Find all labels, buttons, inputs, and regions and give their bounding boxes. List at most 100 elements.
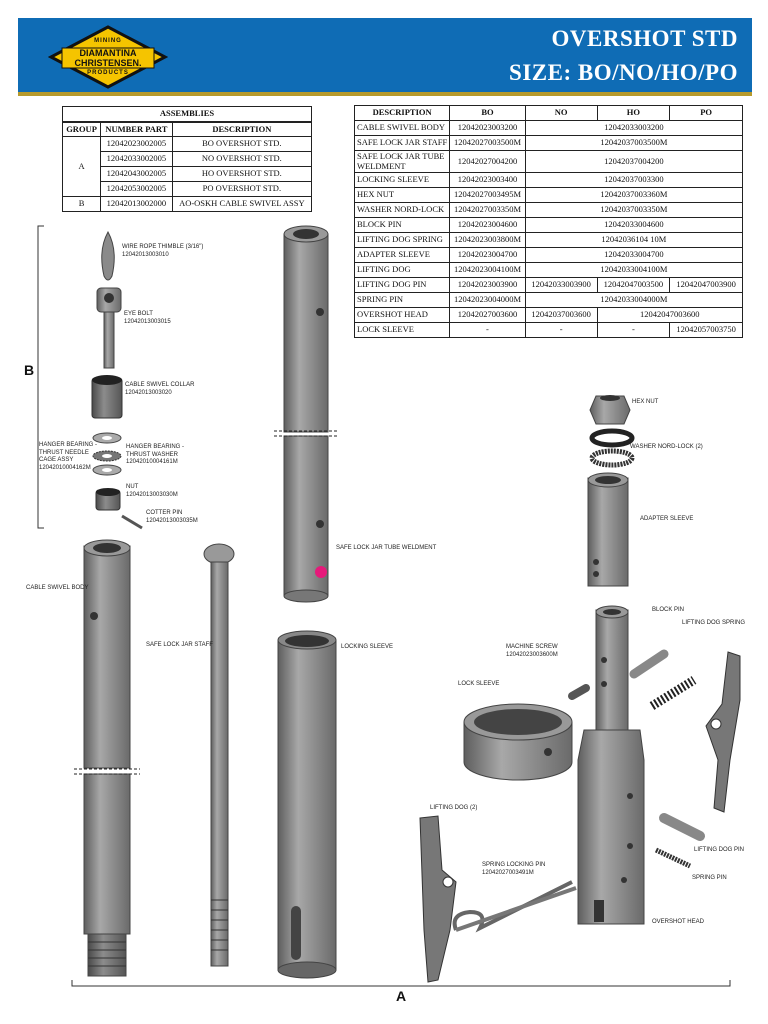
nut-part — [95, 488, 121, 511]
logo-line1: DIAMANTINA — [79, 48, 137, 58]
cotter-pin-part — [121, 514, 143, 530]
assemblies-title: ASSEMBLIES — [62, 106, 312, 123]
table-row: B 12042013002000 AO-OSKH CABLE SWIVEL AS… — [61, 196, 313, 212]
washer-part — [589, 428, 635, 468]
table-row: LOCKING SLEEVE 12042023003400 1204203700… — [353, 172, 744, 188]
col-bo: BO — [449, 105, 526, 121]
part-desc: HO OVERSHOT STD. — [171, 166, 313, 182]
part-desc: BO OVERSHOT STD. — [171, 136, 313, 152]
col-description: DESCRIPTION — [171, 121, 313, 137]
ho-po-number: 12042047003600 — [596, 307, 744, 323]
common-number: 12042037003350M — [524, 202, 744, 218]
no-number: 12042033003900 — [524, 277, 598, 293]
col-po: PO — [669, 105, 743, 121]
parts-table: DESCRIPTION BO NO HO PO CABLE SWIVEL BOD… — [353, 105, 744, 338]
label-block-pin: BLOCK PIN — [652, 607, 685, 613]
lifting-dog-pin-part — [659, 813, 705, 841]
group-a-bracket — [71, 980, 731, 987]
common-number: 12042033004100M — [524, 262, 744, 278]
bo-number: 12042023004000M — [449, 292, 526, 308]
bo-number: 12042027003495M — [449, 187, 526, 203]
machine-screw-part — [568, 684, 590, 700]
bo-number: 12042023004600 — [449, 217, 526, 233]
common-number: 12042033003200 — [524, 120, 744, 136]
common-number: 12042033004600 — [524, 217, 744, 233]
bo-number: 12042027003600 — [449, 307, 526, 323]
lifting-dog-right-part — [705, 651, 741, 813]
group-b-letter: B — [24, 362, 35, 378]
part-name: OVERSHOT HEAD — [353, 307, 451, 323]
part-name: SPRING PIN — [353, 292, 451, 308]
bo-number: 12042027004200 — [449, 150, 526, 173]
table-row: 12042033002005 NO OVERSHOT STD. — [63, 151, 313, 167]
table-row: CABLE SWIVEL BODY 12042023003200 1204203… — [353, 120, 744, 136]
logo-diamond-icon — [47, 25, 169, 89]
ho-number: 12042047003500 — [596, 277, 671, 293]
block-pin-part — [629, 649, 669, 679]
bo-number: 12042023003400 — [449, 172, 526, 188]
company-logo: MINING DIAMANTINA CHRISTENSEN. PRODUCTS — [47, 24, 169, 90]
cable-swivel-collar-part — [91, 375, 123, 419]
label-locking-sleeve: LOCKING SLEEVE — [341, 644, 394, 650]
part-name: ADAPTER SLEEVE — [353, 247, 451, 263]
col-no: NO — [524, 105, 598, 121]
common-number: 12042037004200 — [524, 150, 744, 173]
label-lifting-dog: LIFTING DOG (2) — [430, 805, 478, 811]
col-description: DESCRIPTION — [353, 105, 451, 121]
part-name: HEX NUT — [353, 187, 451, 203]
common-number: 12042037003500M — [524, 135, 744, 151]
table-row: LIFTING DOG SPRING 12042023003800M 12042… — [353, 232, 744, 248]
common-number: 12042037003300 — [524, 172, 744, 188]
part-name: LOCKING SLEEVE — [353, 172, 451, 188]
part-name: CABLE SWIVEL BODY — [353, 120, 451, 136]
eye-bolt-part — [96, 287, 122, 369]
wire-rope-thimble-part — [101, 230, 115, 281]
part-name: LIFTING DOG PIN — [353, 277, 451, 293]
part-name: LOCK SLEEVE — [353, 322, 451, 338]
label-washer: WASHER NORD-LOCK (2) — [630, 444, 703, 450]
label-lock-sleeve: LOCK SLEEVE — [458, 681, 500, 687]
locking-sleeve-part — [277, 630, 337, 979]
page-subtitle: SIZE: BO/NO/HO/PO — [509, 60, 738, 85]
part-number: 12042043002005 — [100, 166, 173, 182]
group-b: B — [61, 196, 102, 212]
table-row: ADAPTER SLEEVE 12042023004700 1204203300… — [353, 247, 744, 263]
header-banner: MINING DIAMANTINA CHRISTENSEN. PRODUCTS … — [18, 18, 752, 96]
logo-products-text: PRODUCTS — [87, 70, 129, 76]
table-row: SPRING PIN 12042023004000M 1204203300400… — [353, 292, 744, 308]
bo-number: 12042023003200 — [449, 120, 526, 136]
jar-staff-part — [203, 543, 235, 967]
cable-swivel-body-part — [74, 539, 140, 977]
common-number: 12042036104 10M — [524, 232, 744, 248]
hanger-bearing-parts — [92, 432, 122, 476]
table-row: BLOCK PIN 12042023004600 12042033004600 — [353, 217, 744, 233]
jar-tube-part — [274, 225, 338, 603]
part-name: LIFTING DOG — [353, 262, 451, 278]
group-b-bracket — [37, 225, 44, 529]
col-group: GROUP — [61, 121, 102, 137]
label-dog-spring: LIFTING DOG SPRING — [682, 620, 746, 626]
table-row: SAFE LOCK JAR STAFF 12042027003500M 1204… — [353, 135, 744, 151]
no-number: 12042037003600 — [524, 307, 598, 323]
table-row: HEX NUT 12042027003495M 12042037003360M — [353, 187, 744, 203]
part-desc: AO-OSKH CABLE SWIVEL ASSY — [171, 196, 313, 212]
bo-number: 12042023003900 — [449, 277, 526, 293]
common-number: 12042037003360M — [524, 187, 744, 203]
logo-mining-text: MINING — [94, 38, 122, 44]
group-a-letter: A — [396, 988, 407, 1004]
bo-number: 12042023004100M — [449, 262, 526, 278]
part-name: LIFTING DOG SPRING — [353, 232, 451, 248]
bo-number: 12042023004700 — [449, 247, 526, 263]
col-number-part: NUMBER PART — [100, 121, 173, 137]
part-number: 12042053002005 — [100, 181, 173, 197]
table-row: WASHER NORD-LOCK 12042027003350M 1204203… — [353, 202, 744, 218]
po-number: 12042057003750 — [669, 322, 743, 338]
